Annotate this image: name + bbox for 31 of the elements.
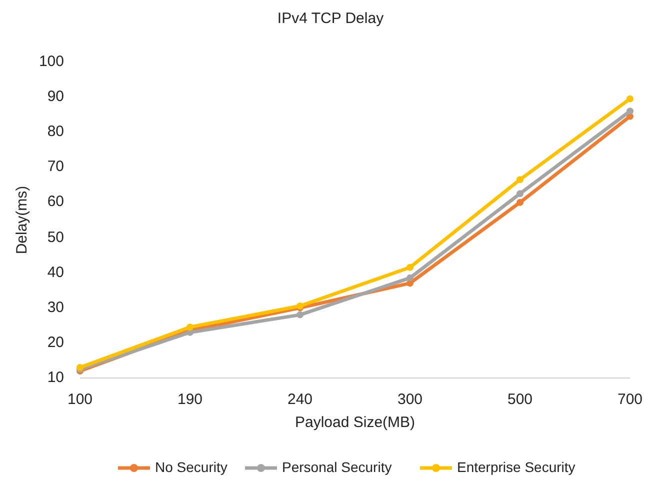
legend-label: No Security xyxy=(155,459,228,475)
y-tick-label: 100 xyxy=(38,53,64,70)
x-tick-label: 700 xyxy=(617,391,643,408)
x-tick-label: 500 xyxy=(507,391,533,408)
y-tick-label: 40 xyxy=(47,264,64,281)
y-tick-label: 20 xyxy=(47,334,64,351)
point xyxy=(516,198,524,206)
point xyxy=(296,311,304,318)
point xyxy=(406,264,414,271)
y-tick-label: 60 xyxy=(47,193,64,210)
x-axis-title: Payload Size(MB) xyxy=(294,414,416,431)
y-tick-label: 70 xyxy=(47,158,64,176)
x-tick-label: 300 xyxy=(397,391,423,408)
point xyxy=(406,274,414,282)
y-tick-label: 10 xyxy=(47,369,64,386)
point xyxy=(626,108,634,115)
chart-title: IPv4 TCP Delay xyxy=(276,10,385,27)
legend-label: Enterprise Security xyxy=(457,459,576,475)
x-tick-label: 240 xyxy=(287,391,313,408)
y-tick-label: 30 xyxy=(47,298,64,316)
point xyxy=(186,324,194,331)
y-tick-label: 50 xyxy=(47,228,64,246)
y-axis-title: Delay(ms) xyxy=(14,186,30,254)
y-tick-label: 90 xyxy=(47,88,64,106)
point xyxy=(626,95,634,102)
legend-label: Personal Security xyxy=(282,459,392,475)
y-tick-label: 80 xyxy=(47,123,64,140)
point xyxy=(516,176,524,184)
x-tick-label: 190 xyxy=(177,391,203,408)
x-tick-label: 100 xyxy=(67,391,93,408)
point xyxy=(516,190,524,198)
